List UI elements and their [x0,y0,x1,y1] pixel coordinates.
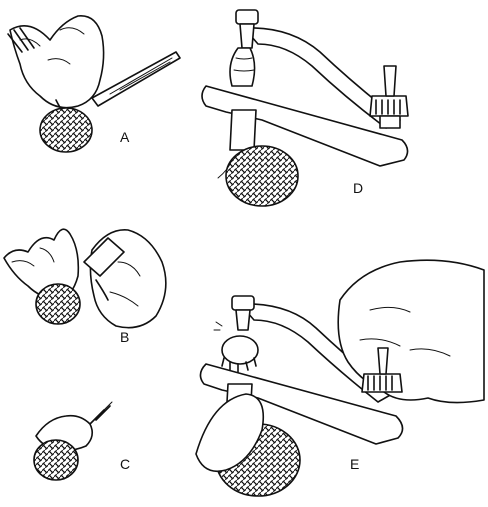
panel-label-e: E [350,456,360,472]
panel-d-drawing [201,9,409,207]
panel-a-drawing [7,15,181,153]
panel-e-drawing [195,259,485,497]
panel-c-drawing [33,401,113,481]
panel-label-a: A [120,129,130,145]
panel-label-d: D [353,180,364,196]
panel-b-drawing [3,228,167,329]
panel-label-b: B [120,329,130,345]
panel-label-c: C [120,456,131,472]
